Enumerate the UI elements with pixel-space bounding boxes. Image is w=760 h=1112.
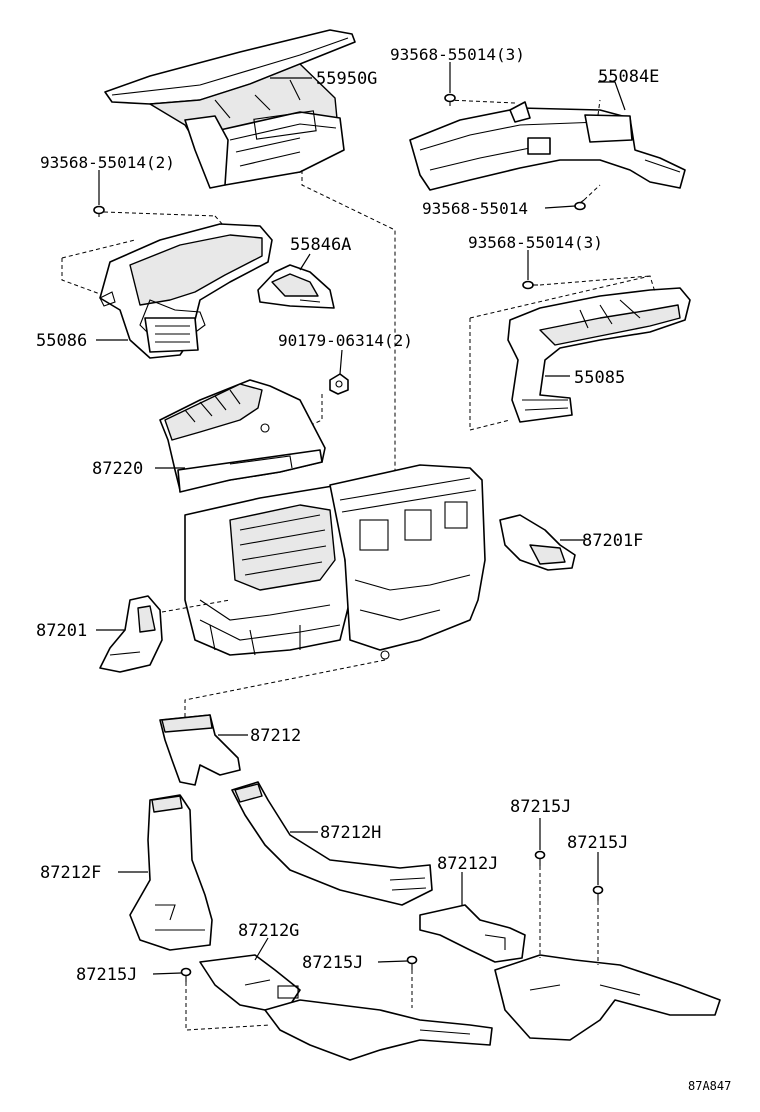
label-87220: 87220 bbox=[92, 459, 143, 479]
dash-93568-left bbox=[103, 211, 216, 217]
part-87212G[interactable] bbox=[199, 954, 493, 1061]
label-55085: 55085 bbox=[574, 368, 625, 388]
dash-55950G-heater bbox=[301, 170, 396, 475]
screw-87215J-left[interactable] bbox=[180, 967, 192, 983]
label-87212: 87212 bbox=[250, 726, 301, 746]
diagram-code: 87A847 bbox=[688, 1079, 731, 1093]
label-90179-06314-2: 90179-06314(2) bbox=[278, 331, 413, 350]
label-87215J-mid: 87215J bbox=[302, 953, 363, 973]
leader-90179 bbox=[339, 349, 343, 375]
dash-87201 bbox=[161, 599, 231, 613]
bolt-93568-left[interactable] bbox=[93, 205, 105, 218]
bolt-93568-right[interactable] bbox=[522, 280, 538, 290]
screw-87215J-top[interactable] bbox=[534, 850, 546, 867]
leader-93568-mid bbox=[544, 205, 576, 209]
label-55086: 55086 bbox=[36, 331, 87, 351]
label-93568-55014-mid: 93568-55014 bbox=[422, 199, 528, 218]
label-55084E: 55084E bbox=[598, 67, 659, 87]
dash-93568-mid bbox=[583, 184, 601, 201]
part-87212H[interactable] bbox=[231, 781, 433, 906]
label-93568-55014-3-right: 93568-55014(3) bbox=[468, 233, 603, 252]
part-87212J[interactable] bbox=[419, 904, 526, 963]
leader-55084E bbox=[598, 81, 626, 111]
part-rear-right-duct[interactable] bbox=[494, 954, 721, 1041]
leader-87215J-mid bbox=[377, 960, 408, 963]
label-87212F: 87212F bbox=[40, 863, 101, 883]
dash-55084E bbox=[447, 99, 601, 116]
heater-unit[interactable] bbox=[184, 464, 486, 660]
label-87212H: 87212H bbox=[320, 823, 381, 843]
label-87201: 87201 bbox=[36, 621, 87, 641]
part-87201F[interactable] bbox=[499, 514, 576, 571]
part-87220[interactable] bbox=[159, 379, 326, 493]
part-55084E[interactable] bbox=[409, 101, 686, 191]
part-55846A[interactable] bbox=[257, 264, 335, 309]
dash-87215J-left bbox=[185, 982, 271, 1031]
label-87212J: 87212J bbox=[437, 854, 498, 874]
screw-87215J-right[interactable] bbox=[592, 885, 604, 902]
bolt-93568-top[interactable] bbox=[444, 93, 456, 107]
bolt-93568-mid[interactable] bbox=[574, 199, 586, 211]
label-87215J-right: 87215J bbox=[567, 833, 628, 853]
leader-55846A bbox=[299, 253, 311, 271]
nut-90179[interactable] bbox=[329, 373, 349, 395]
label-87215J-top: 87215J bbox=[510, 797, 571, 817]
label-55846A: 55846A bbox=[290, 235, 351, 255]
dash-heater-87212 bbox=[184, 659, 386, 718]
dash-55086 bbox=[61, 215, 225, 295]
part-87212F[interactable] bbox=[129, 794, 213, 951]
label-87201F: 87201F bbox=[582, 531, 643, 551]
label-93568-55014-3-top: 93568-55014(3) bbox=[390, 45, 525, 64]
dash-55085 bbox=[469, 275, 656, 431]
part-55085[interactable] bbox=[507, 287, 691, 423]
part-55950G[interactable] bbox=[104, 29, 356, 189]
label-87215J-left: 87215J bbox=[76, 965, 137, 985]
part-87201[interactable] bbox=[99, 595, 163, 673]
part-87212[interactable] bbox=[159, 714, 241, 786]
label-93568-55014-2: 93568-55014(2) bbox=[40, 153, 175, 172]
part-55086[interactable] bbox=[99, 223, 273, 359]
leader-87215J-left bbox=[152, 972, 182, 975]
label-55950G: 55950G bbox=[316, 69, 377, 89]
label-87212G: 87212G bbox=[238, 921, 299, 941]
leader-87212G bbox=[254, 937, 269, 961]
screw-87215J-mid[interactable] bbox=[406, 955, 418, 971]
